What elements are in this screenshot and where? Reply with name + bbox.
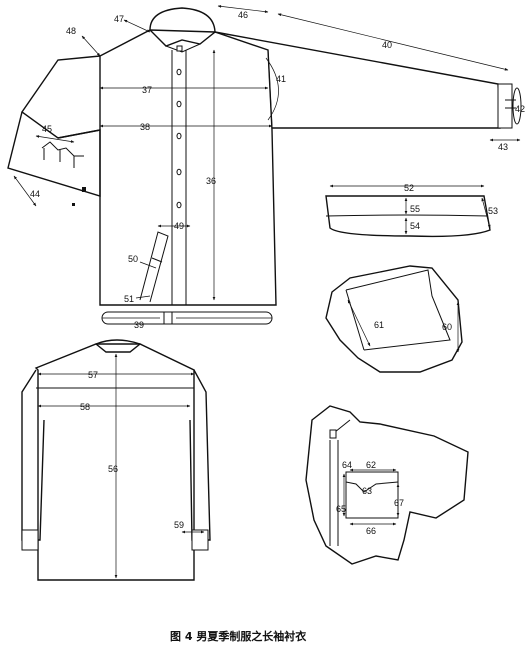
- collar-piece: 52 55 54 53: [325, 183, 498, 238]
- svg-text:56: 56: [108, 464, 118, 474]
- front-buttons: [176, 45, 183, 209]
- svg-text:42: 42: [515, 104, 525, 114]
- svg-text:66: 66: [366, 526, 376, 536]
- svg-text:44: 44: [30, 189, 40, 199]
- svg-text:59: 59: [174, 520, 184, 530]
- svg-text:63: 63: [362, 486, 372, 496]
- svg-text:37: 37: [142, 85, 152, 95]
- front-cuff: [497, 83, 513, 129]
- svg-text:36: 36: [206, 176, 216, 186]
- svg-text:40: 40: [382, 40, 392, 50]
- svg-text:47: 47: [114, 14, 124, 24]
- svg-text:67: 67: [394, 498, 404, 508]
- front-collar: [149, 7, 216, 47]
- svg-text:43: 43: [498, 142, 508, 152]
- front-body-outline: [99, 29, 277, 306]
- svg-text:51: 51: [124, 294, 134, 304]
- front-left-cuff: [7, 111, 101, 197]
- svg-text:50: 50: [128, 254, 138, 264]
- svg-text:57: 57: [88, 370, 98, 380]
- front-dimensions: [13, 4, 521, 319]
- svg-text:41: 41: [276, 74, 286, 84]
- shoulder-detail: 61 60: [325, 265, 463, 373]
- svg-text:54: 54: [410, 221, 420, 231]
- figure-caption: 图 4 男夏季制服之长袖衬衣: [170, 629, 307, 643]
- svg-text:58: 58: [80, 402, 90, 412]
- svg-text:39: 39: [134, 320, 144, 330]
- svg-text:46: 46: [238, 10, 248, 20]
- svg-text:60: 60: [442, 322, 452, 332]
- back-left-sleeve: [21, 369, 45, 541]
- front-labels: 37 38 36 49 39 46 40 41 42 43 44 45 48 4…: [30, 10, 525, 330]
- svg-text:64: 64: [342, 460, 352, 470]
- svg-text:62: 62: [366, 460, 376, 470]
- back-shirt: 57 58 56 59: [21, 339, 211, 581]
- svg-text:48: 48: [66, 26, 76, 36]
- svg-text:45: 45: [42, 124, 52, 134]
- svg-text:61: 61: [374, 320, 384, 330]
- svg-text:53: 53: [488, 206, 498, 216]
- svg-text:49: 49: [174, 221, 184, 231]
- svg-text:65: 65: [336, 504, 346, 514]
- front-shirt: [7, 7, 522, 325]
- back-right-sleeve: [189, 369, 211, 541]
- svg-text:52: 52: [404, 183, 414, 193]
- svg-text:38: 38: [140, 122, 150, 132]
- svg-text:55: 55: [410, 204, 420, 214]
- front-left-sleeve: [21, 55, 101, 139]
- pocket-detail: 62 64 63 65 67 66: [305, 405, 469, 565]
